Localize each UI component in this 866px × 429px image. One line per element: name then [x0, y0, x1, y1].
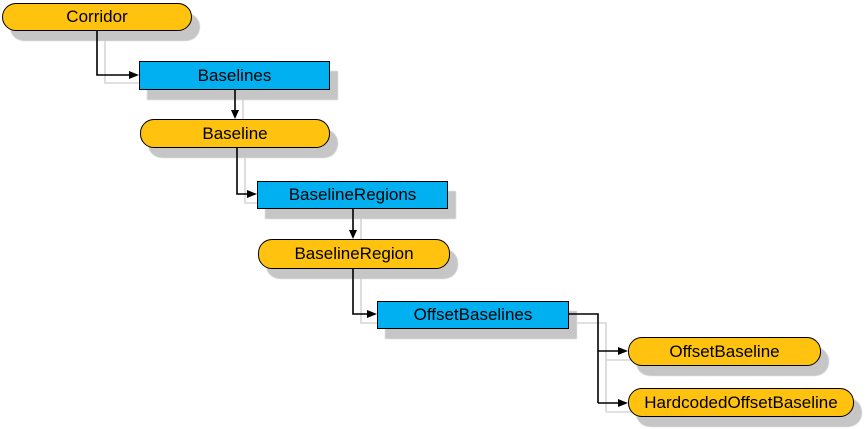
arrowhead-offsetbaselines-offsetbaseline: [618, 347, 628, 355]
arrowhead-baselines-baseline: [231, 110, 239, 119]
node-baseline[interactable]: Baseline: [140, 119, 330, 148]
arrowhead-corridor-baselines: [129, 71, 139, 79]
node-offset-baseline[interactable]: OffsetBaseline: [628, 337, 821, 366]
node-baselines[interactable]: Baselines: [139, 61, 330, 90]
arrowhead-baselineregions-baselineregion: [349, 230, 357, 239]
arrowhead-baseline-baselineregions: [247, 190, 257, 198]
arrowhead-baselineregion-offsetbaselines: [367, 310, 377, 318]
node-corridor[interactable]: Corridor: [2, 3, 192, 31]
connector-offsetbaselines-trunk: [569, 313, 599, 403]
node-baseline-region-label: BaselineRegion: [294, 244, 414, 263]
node-baselines-label: Baselines: [197, 65, 272, 85]
connector-baseline-baselineregions: [236, 148, 248, 195]
node-baseline-label: Baseline: [202, 123, 268, 143]
connector-shadow-offsetbaselines-trunk: [577, 322, 607, 412]
node-corridor-label: Corridor: [66, 7, 128, 26]
node-baseline-region[interactable]: BaselineRegion: [258, 239, 450, 269]
node-offset-baselines-label: OffsetBaselines: [413, 305, 533, 324]
node-offset-baseline-label: OffsetBaseline: [669, 341, 780, 361]
node-offset-baselines[interactable]: OffsetBaselines: [377, 301, 569, 329]
arrowhead-offsetbaselines-hardcodedoffsetbaseline: [618, 399, 628, 407]
connector-corridor-baselines: [96, 31, 129, 76]
node-baseline-regions-label: BaselineRegions: [288, 185, 417, 204]
node-hardcoded-offset-baseline-label: HardcodedOffsetBaseline: [644, 392, 838, 412]
node-hardcoded-offset-baseline[interactable]: HardcodedOffsetBaseline: [628, 388, 854, 417]
node-baseline-regions[interactable]: BaselineRegions: [257, 181, 448, 209]
connector-baselineregion-offsetbaselines: [352, 269, 368, 315]
